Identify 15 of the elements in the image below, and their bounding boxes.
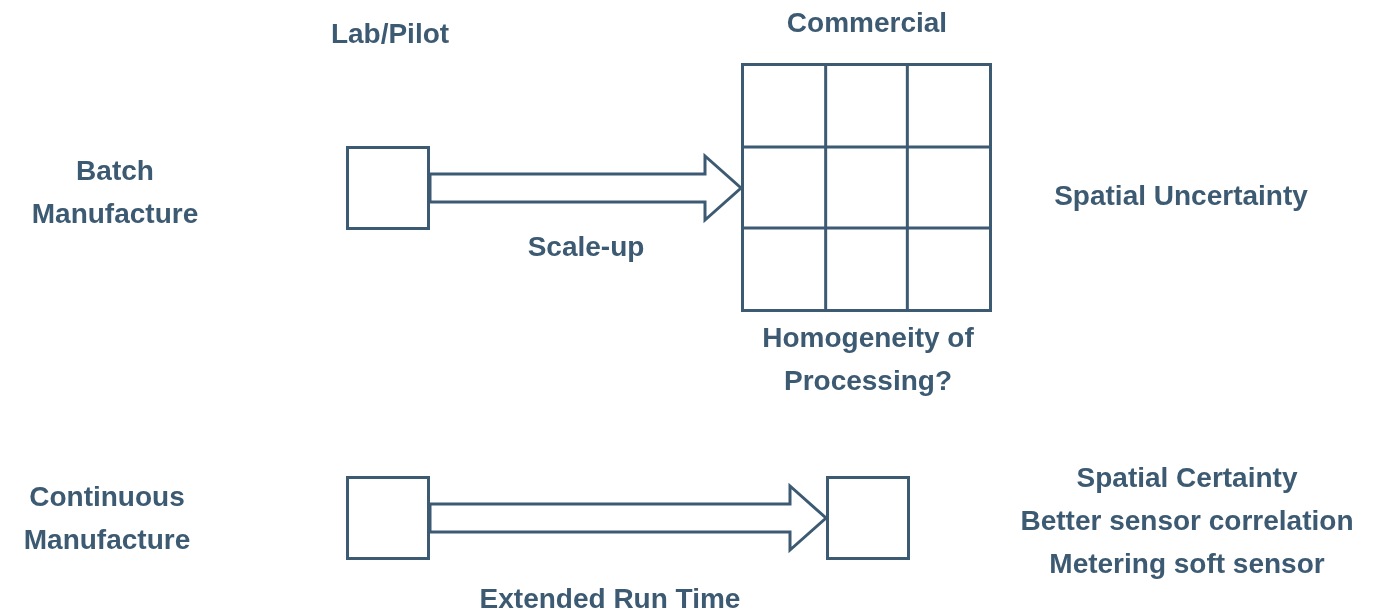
square-box <box>346 146 430 230</box>
square-box <box>346 476 430 560</box>
square-box <box>826 476 910 560</box>
column-heading: Commercial <box>786 5 948 40</box>
note: Metering soft sensor <box>1049 546 1325 581</box>
block-arrow <box>428 482 829 554</box>
block-arrow <box>428 152 744 224</box>
note: Homogeneity of Processing? <box>761 321 975 398</box>
row-heading: Batch Manufacture <box>30 154 200 231</box>
note: Better sensor correlation <box>1020 503 1354 538</box>
note: Spatial Certainty <box>1076 460 1298 495</box>
row-heading: Continuous Manufacture <box>22 480 192 557</box>
column-heading: Lab/Pilot <box>330 16 450 51</box>
note: Spatial Uncertainty <box>1054 178 1308 213</box>
grid-box <box>741 63 992 312</box>
